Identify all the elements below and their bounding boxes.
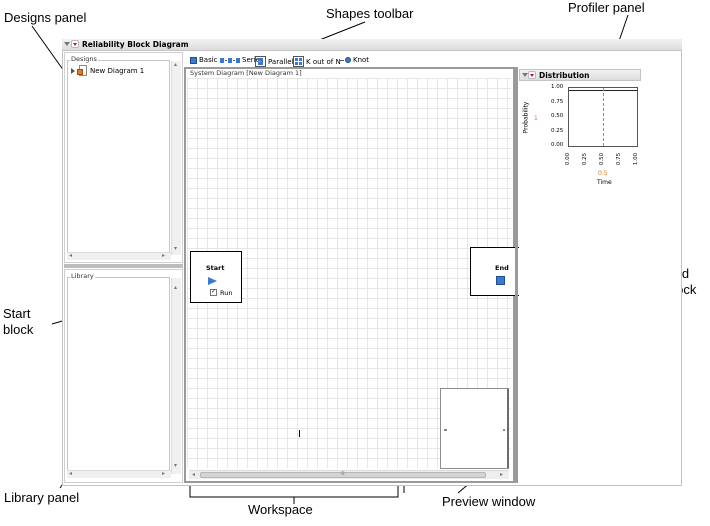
right-splitter[interactable] bbox=[515, 67, 518, 483]
workspace-hscroll-thumb[interactable] bbox=[200, 472, 486, 478]
designs-hscroll[interactable]: ◂ ▸ bbox=[67, 252, 171, 260]
library-group-label: Library bbox=[70, 272, 95, 280]
profiler-ytick-label: 0.75 bbox=[551, 98, 564, 105]
profiler-xtick-label: 0.50 bbox=[599, 152, 605, 166]
profiler-ytick-label: 0.00 bbox=[551, 142, 564, 148]
library-vscroll[interactable]: ▴ ▾ bbox=[171, 278, 181, 474]
toolbar-basic[interactable]: Basic bbox=[190, 56, 218, 64]
knot-icon bbox=[339, 57, 351, 63]
profiler-collapse-icon[interactable] bbox=[522, 73, 528, 77]
series-icon bbox=[220, 57, 240, 63]
start-block[interactable]: Start ✓ Run bbox=[191, 252, 241, 302]
left-splitter[interactable] bbox=[64, 264, 183, 268]
designs-group-label: Designs bbox=[70, 55, 98, 63]
callout-library-panel: Library panel bbox=[4, 490, 80, 505]
callout-start-block: Start block bbox=[3, 306, 34, 337]
callout-workspace: Workspace bbox=[248, 502, 313, 517]
profiler-xtick-label: 0.25 bbox=[582, 152, 588, 166]
designs-item-label: New Diagram 1 bbox=[90, 67, 145, 75]
profiler-header: Distribution bbox=[519, 69, 641, 81]
callout-profiler-panel: Profiler panel bbox=[568, 0, 645, 15]
window-title: Reliability Block Diagram bbox=[82, 40, 189, 49]
preview-start-dot bbox=[444, 429, 447, 431]
toolbar-series[interactable]: Series bbox=[220, 56, 264, 64]
toolbar-series-label: Series bbox=[242, 56, 264, 64]
toolbar-parallel-label: Parallel bbox=[268, 57, 294, 66]
start-label: Start bbox=[206, 264, 225, 272]
profiler-red-menu-icon[interactable] bbox=[528, 71, 536, 79]
profiler-ycurrent: 1 bbox=[534, 115, 538, 122]
end-square-icon[interactable] bbox=[496, 276, 505, 285]
basic-block-icon bbox=[190, 56, 197, 64]
end-block[interactable]: End bbox=[471, 248, 522, 295]
callout-designs-panel: Designs panel bbox=[4, 10, 87, 25]
toolbar-parallel[interactable]: Parallel bbox=[255, 56, 294, 67]
workspace-hscroll[interactable]: ◂ ≡ ▸ bbox=[189, 470, 509, 479]
profiler-plot-area bbox=[568, 87, 638, 147]
profiler-xtick-label: 0.00 bbox=[565, 152, 571, 166]
profiler-title: Distribution bbox=[539, 71, 590, 80]
profiler-ylabel: Probability bbox=[522, 101, 530, 134]
text-cursor: I bbox=[298, 429, 301, 440]
profiler-xtick-label: 0.75 bbox=[616, 152, 622, 166]
preview-end-dot bbox=[503, 429, 505, 431]
run-label: Run bbox=[220, 289, 233, 297]
toolbar-basic-label: Basic bbox=[199, 56, 218, 64]
title-bar: Reliability Block Diagram bbox=[62, 39, 682, 51]
workspace-group-label: System Diagram [New Diagram 1] bbox=[189, 69, 303, 77]
toolbar-knot[interactable]: Knot bbox=[339, 56, 369, 64]
profiler-xcurrent: 0.5 bbox=[598, 170, 608, 177]
profiler-ytick-label: 0.50 bbox=[551, 113, 564, 119]
run-checkbox[interactable]: ✓ bbox=[210, 289, 217, 296]
red-menu-icon[interactable] bbox=[71, 40, 79, 48]
start-block-highlight bbox=[190, 251, 242, 303]
profiler-xtick-label: 1.00 bbox=[633, 152, 639, 166]
profiler-crosshair bbox=[603, 88, 604, 146]
end-label: End bbox=[495, 264, 509, 272]
diagram-doc-icon bbox=[77, 65, 88, 77]
library-panel: Library ▴ ▾ ◂ ▸ bbox=[64, 269, 183, 483]
play-icon[interactable] bbox=[208, 277, 217, 285]
expand-arrow-icon[interactable] bbox=[71, 68, 75, 74]
preview-window[interactable] bbox=[440, 388, 509, 469]
collapse-triangle-icon[interactable] bbox=[64, 42, 70, 46]
profiler-ytick-label: 0.25 bbox=[551, 127, 564, 134]
toolbar-knot-label: Knot bbox=[353, 56, 370, 64]
profiler-ytick-label: 1.00 bbox=[551, 84, 564, 90]
designs-vscroll[interactable]: ▴ ▾ bbox=[171, 61, 181, 255]
k-out-of-n-icon bbox=[293, 56, 304, 67]
callout-preview-window: Preview window bbox=[442, 494, 536, 509]
toolbar-k-out-of-n-label: K out of N bbox=[306, 57, 341, 66]
profiler-xlabel: Time bbox=[597, 179, 612, 186]
toolbar-k-out-of-n[interactable]: K out of N bbox=[293, 56, 341, 67]
parallel-icon bbox=[255, 56, 266, 67]
callout-shapes-toolbar: Shapes toolbar bbox=[326, 6, 414, 21]
designs-panel: Designs New Diagram 1 ▴ ▾ ◂ ▸ bbox=[64, 52, 183, 263]
designs-tree-item[interactable]: New Diagram 1 bbox=[71, 65, 144, 77]
library-hscroll[interactable]: ◂ ▸ bbox=[67, 470, 171, 478]
